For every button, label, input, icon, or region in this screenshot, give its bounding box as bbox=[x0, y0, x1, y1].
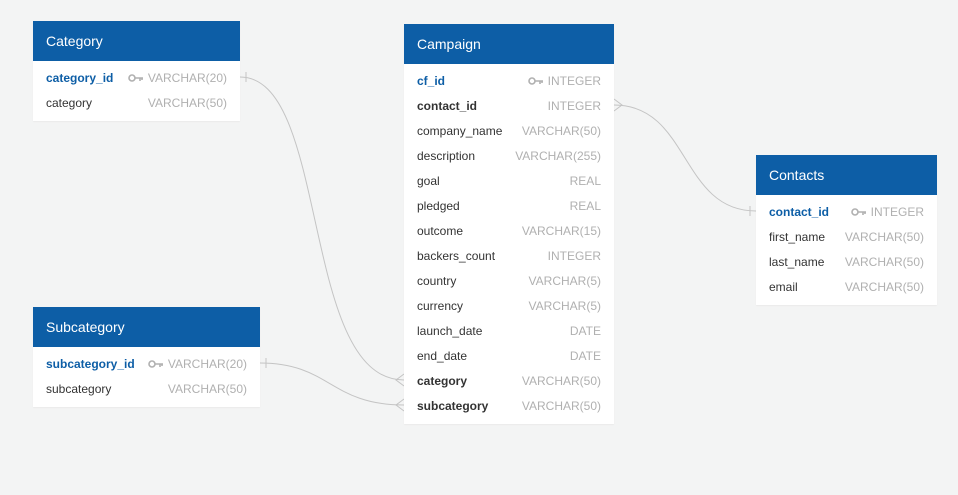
field-type: VARCHAR(50) bbox=[521, 123, 601, 138]
field-outcome[interactable]: outcome VARCHAR(15) bbox=[404, 218, 614, 243]
field-contact-id[interactable]: contact_id INTEGER bbox=[756, 199, 937, 224]
field-name: category bbox=[46, 95, 93, 110]
field-name: launch_date bbox=[417, 323, 483, 338]
field-name: contact_id bbox=[417, 98, 478, 113]
relation-category bbox=[239, 76, 405, 381]
field-name: backers_count bbox=[417, 248, 496, 263]
field-type: VARCHAR(255) bbox=[515, 148, 601, 163]
field-name: subcategory bbox=[417, 398, 489, 413]
field-name: outcome bbox=[417, 223, 464, 238]
field-end-date[interactable]: end_date DATE bbox=[404, 343, 614, 368]
field-goal[interactable]: goal REAL bbox=[404, 168, 614, 193]
field-name: email bbox=[769, 279, 798, 294]
field-type: INTEGER bbox=[547, 98, 601, 113]
field-name: last_name bbox=[769, 254, 825, 269]
field-name: company_name bbox=[417, 123, 503, 138]
field-type: VARCHAR(50) bbox=[844, 279, 924, 294]
field-name: country bbox=[417, 273, 457, 288]
key-icon bbox=[128, 73, 143, 82]
category-table[interactable]: Category category_id VARCHAR(20) categor… bbox=[33, 21, 240, 121]
field-type: VARCHAR(15) bbox=[521, 223, 601, 238]
field-subcategory-id[interactable]: subcategory_id VARCHAR(20) bbox=[33, 351, 260, 376]
field-subcategory[interactable]: subcategory VARCHAR(50) bbox=[33, 376, 260, 401]
field-pledged[interactable]: pledged REAL bbox=[404, 193, 614, 218]
field-name: pledged bbox=[417, 198, 460, 213]
field-name: first_name bbox=[769, 229, 826, 244]
field-type: VARCHAR(50) bbox=[521, 373, 601, 388]
field-first-name[interactable]: first_name VARCHAR(50) bbox=[756, 224, 937, 249]
field-type: VARCHAR(20) bbox=[167, 356, 247, 371]
field-type: REAL bbox=[569, 198, 601, 213]
field-type: INTEGER bbox=[870, 204, 924, 219]
field-name: subcategory_id bbox=[46, 356, 135, 371]
field-type: REAL bbox=[569, 173, 601, 188]
field-type: VARCHAR(5) bbox=[528, 273, 601, 288]
field-name: description bbox=[417, 148, 476, 163]
campaign-table[interactable]: Campaign cf_id INTEGER contact_id INTEGE… bbox=[404, 24, 614, 424]
key-icon bbox=[850, 207, 866, 216]
field-type: VARCHAR(50) bbox=[521, 398, 601, 413]
field-name: category bbox=[417, 373, 468, 388]
field-type: VARCHAR(50) bbox=[167, 381, 247, 396]
field-category[interactable]: category VARCHAR(50) bbox=[404, 368, 614, 393]
field-name: end_date bbox=[417, 348, 468, 363]
field-country[interactable]: country VARCHAR(5) bbox=[404, 268, 614, 293]
many-marker-subcategory bbox=[395, 398, 405, 412]
field-category[interactable]: category VARCHAR(50) bbox=[33, 90, 240, 115]
field-launch-date[interactable]: launch_date DATE bbox=[404, 318, 614, 343]
relation-contacts bbox=[613, 104, 757, 212]
field-name: goal bbox=[417, 173, 440, 188]
field-type: DATE bbox=[569, 323, 601, 338]
field-type: INTEGER bbox=[547, 248, 601, 263]
field-contact-id[interactable]: contact_id INTEGER bbox=[404, 93, 614, 118]
field-name: currency bbox=[417, 298, 464, 313]
field-type: VARCHAR(50) bbox=[147, 95, 227, 110]
field-category-id[interactable]: category_id VARCHAR(20) bbox=[33, 65, 240, 90]
many-marker-contacts bbox=[613, 98, 623, 112]
field-type: VARCHAR(50) bbox=[844, 229, 924, 244]
contacts-table-title[interactable]: Contacts bbox=[756, 155, 937, 195]
relation-subcategory bbox=[259, 362, 405, 406]
many-marker-category bbox=[395, 373, 405, 387]
contacts-table[interactable]: Contacts contact_id INTEGER first_name V… bbox=[756, 155, 937, 305]
field-cf-id[interactable]: cf_id INTEGER bbox=[404, 68, 614, 93]
field-backers-count[interactable]: backers_count INTEGER bbox=[404, 243, 614, 268]
field-name: contact_id bbox=[769, 204, 830, 219]
campaign-table-title[interactable]: Campaign bbox=[404, 24, 614, 64]
field-name: cf_id bbox=[417, 73, 446, 88]
field-last-name[interactable]: last_name VARCHAR(50) bbox=[756, 249, 937, 274]
field-type: VARCHAR(5) bbox=[528, 298, 601, 313]
field-subcategory[interactable]: subcategory VARCHAR(50) bbox=[404, 393, 614, 418]
category-table-title[interactable]: Category bbox=[33, 21, 240, 61]
field-name: subcategory bbox=[46, 381, 112, 396]
field-type: VARCHAR(20) bbox=[147, 70, 227, 85]
field-currency[interactable]: currency VARCHAR(5) bbox=[404, 293, 614, 318]
key-icon bbox=[148, 359, 163, 368]
subcategory-table-title[interactable]: Subcategory bbox=[33, 307, 260, 347]
key-icon bbox=[527, 76, 543, 85]
field-type: DATE bbox=[569, 348, 601, 363]
field-type: VARCHAR(50) bbox=[844, 254, 924, 269]
field-company-name[interactable]: company_name VARCHAR(50) bbox=[404, 118, 614, 143]
field-description[interactable]: description VARCHAR(255) bbox=[404, 143, 614, 168]
field-email[interactable]: email VARCHAR(50) bbox=[756, 274, 937, 299]
field-name: category_id bbox=[46, 70, 114, 85]
field-type: INTEGER bbox=[547, 73, 601, 88]
subcategory-table[interactable]: Subcategory subcategory_id VARCHAR(20) s… bbox=[33, 307, 260, 407]
